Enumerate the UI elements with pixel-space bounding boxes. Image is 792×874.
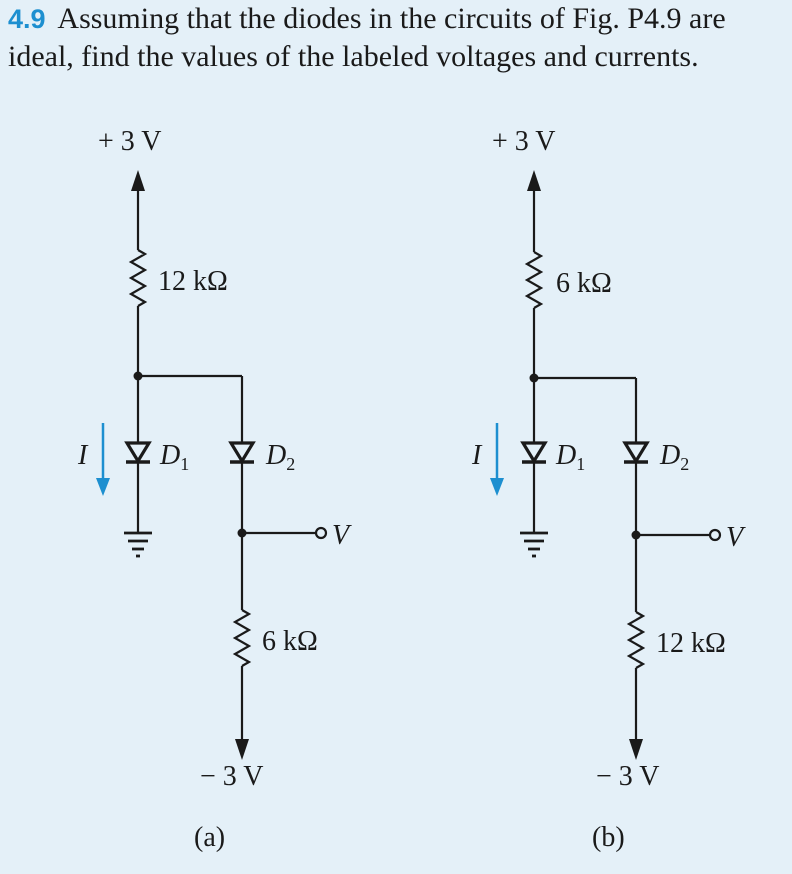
caption-a: (a) [194, 822, 225, 853]
bottom-resistor-label-b: 12 kΩ [656, 628, 726, 659]
output-terminal-icon [314, 526, 328, 540]
bottom-resistor-zigzag [232, 609, 252, 667]
supply-arrow-top-icon [131, 170, 145, 191]
top-supply-label-a: + 3 V [98, 126, 162, 157]
circuit-b [490, 170, 722, 760]
current-label-b: I [471, 440, 483, 471]
top-supply-label-b: + 3 V [492, 126, 556, 157]
diode-d1-icon [520, 441, 548, 465]
problem-statement: 4.9 Assuming that the diodes in the circ… [8, 0, 784, 76]
bottom-resistor-zigzag [626, 611, 646, 669]
top-resistor-label-a: 12 kΩ [158, 266, 228, 297]
circuit-a [96, 170, 328, 760]
voltage-label-a: V [332, 520, 352, 551]
supply-arrow-bottom-icon [629, 739, 643, 760]
ground-icon [124, 531, 152, 558]
bottom-supply-label-a: − 3 V [200, 761, 264, 792]
bottom-resistor-label-a: 6 kΩ [262, 626, 318, 657]
top-resistor-zigzag [524, 251, 544, 309]
current-arrow-icon [490, 423, 504, 496]
problem-number: 4.9 [8, 4, 46, 34]
voltage-label-b: V [726, 522, 746, 553]
supply-arrow-bottom-icon [235, 739, 249, 760]
caption-b: (b) [592, 822, 625, 853]
current-label-a: I [77, 440, 89, 471]
output-terminal-icon [708, 528, 722, 542]
current-arrow-icon [96, 423, 110, 496]
diode1-label-b: D1 [555, 440, 585, 474]
ground-icon [520, 531, 548, 558]
diode-d1-icon [124, 441, 152, 465]
diode2-label-a: D2 [265, 440, 295, 474]
problem-text: Assuming that the diodes in the circuits… [8, 2, 726, 73]
diode2-label-b: D2 [659, 440, 689, 474]
top-resistor-label-b: 6 kΩ [556, 268, 612, 299]
supply-arrow-top-icon [527, 170, 541, 191]
diode1-label-a: D1 [159, 440, 189, 474]
bottom-supply-label-b: − 3 V [596, 761, 660, 792]
diode-d2-icon [228, 441, 256, 465]
diode-d2-icon [622, 441, 650, 465]
top-resistor-zigzag [128, 249, 148, 307]
